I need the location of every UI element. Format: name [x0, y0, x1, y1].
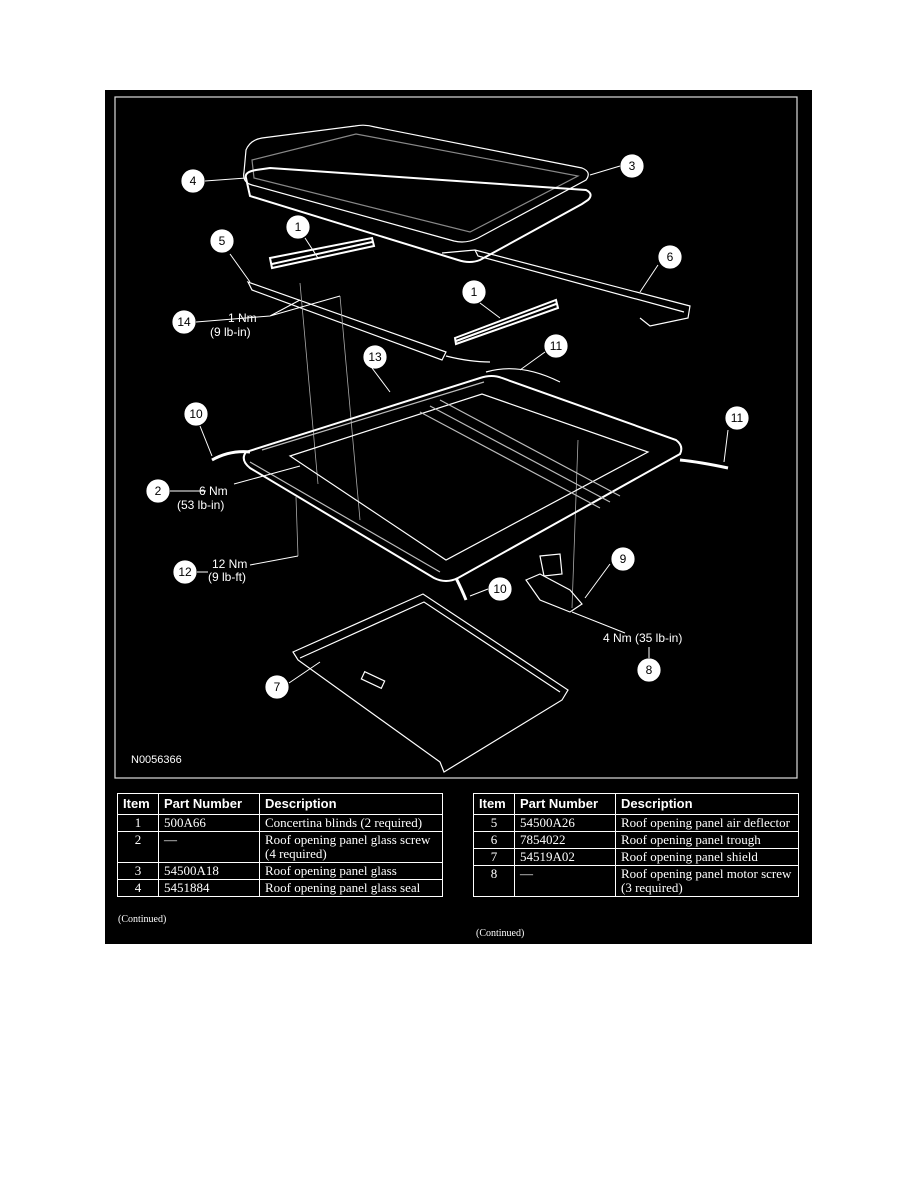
cell-part: 500A66 [158, 814, 260, 832]
callout-3: 3 [629, 159, 636, 173]
header-item: Item [473, 793, 515, 815]
frame-rails [249, 381, 621, 573]
callout-7: 7 [274, 680, 281, 694]
shield-handle [360, 670, 386, 690]
callout-11: 11 [550, 339, 563, 353]
torque-8: 4 Nm (35 lb-in) [603, 631, 682, 645]
cell-item: 5 [473, 814, 515, 832]
roof-glass-inner [251, 133, 580, 233]
leader-lines [170, 165, 729, 684]
torque-12-lb: (9 lb-ft) [208, 570, 246, 584]
torque-14-lb: (9 lb-in) [210, 325, 251, 339]
cell-desc: Roof opening panel glass screw (4 requir… [259, 831, 443, 863]
callout-10: 10 [189, 407, 203, 421]
callout-11b: 11 [731, 411, 744, 425]
callout-2: 2 [155, 484, 162, 498]
cell-item: 1 [117, 814, 159, 832]
callout-13: 13 [368, 350, 382, 364]
callout-12: 12 [178, 565, 192, 579]
concertina-blind [268, 236, 376, 270]
sunroof-frame [242, 375, 683, 582]
cell-part: 54500A26 [514, 814, 616, 832]
diagram-border [114, 96, 798, 779]
frame-opening [288, 393, 650, 561]
cell-desc: Roof opening panel shield [615, 848, 799, 866]
callout-9: 9 [620, 552, 627, 566]
cell-desc: Roof opening panel glass seal [259, 879, 443, 897]
torque-2-lb: (53 lb-in) [177, 498, 224, 512]
cell-part: 54500A18 [158, 862, 260, 880]
drain-tube [211, 450, 251, 462]
drain-tube [679, 458, 729, 470]
roof-glass-panel [243, 124, 589, 243]
continued-note-left: (Continued) [118, 914, 167, 925]
sunroof-motor [525, 553, 583, 613]
cell-part: — [514, 865, 616, 897]
table-row: 2—Roof opening panel glass screw (4 requ… [117, 831, 443, 863]
cell-item: 6 [473, 831, 515, 849]
fastener-lines [295, 282, 579, 609]
torque-2-nm: 6 Nm [199, 484, 228, 498]
header-description: Description [615, 793, 799, 815]
concertina-blind [453, 298, 560, 346]
header-description: Description [259, 793, 443, 815]
cell-part: 54519A02 [514, 848, 616, 866]
drain-tube [485, 368, 561, 383]
glass-seal [244, 166, 592, 263]
cell-part: 7854022 [514, 831, 616, 849]
diagram-id: N0056366 [131, 754, 182, 766]
header-part-number: Part Number [514, 793, 616, 815]
panel-trough [441, 249, 691, 327]
callout-4: 4 [190, 174, 197, 188]
cell-item: 2 [117, 831, 159, 863]
cell-part: 5451884 [158, 879, 260, 897]
roof-shield [292, 593, 569, 773]
table-row: 8—Roof opening panel motor screw (3 requ… [473, 865, 799, 897]
callout-8: 8 [646, 663, 653, 677]
drain-tube [454, 577, 468, 601]
cell-item: 3 [117, 862, 159, 880]
cell-item: 4 [117, 879, 159, 897]
cell-item: 8 [473, 865, 515, 897]
callout-1b: 1 [471, 285, 478, 299]
cell-desc: Roof opening panel trough [615, 831, 799, 849]
callout-10b: 10 [493, 582, 507, 596]
callout-5: 5 [219, 234, 226, 248]
cell-desc: Roof opening panel glass [259, 862, 443, 880]
header-part-number: Part Number [158, 793, 260, 815]
air-deflector [246, 280, 491, 363]
continued-note-right: (Continued) [476, 928, 525, 939]
header-item: Item [117, 793, 159, 815]
cell-desc: Roof opening panel air deflector [615, 814, 799, 832]
cell-item: 7 [473, 848, 515, 866]
callout-6: 6 [667, 250, 674, 264]
torque-12-nm: 12 Nm [212, 557, 247, 571]
callout-14: 14 [177, 315, 191, 329]
callout-1: 1 [295, 220, 302, 234]
cell-part: — [158, 831, 260, 863]
cell-desc: Roof opening panel motor screw (3 requir… [615, 865, 799, 897]
cell-desc: Concertina blinds (2 required) [259, 814, 443, 832]
torque-14-nm: 1 Nm [228, 311, 257, 325]
